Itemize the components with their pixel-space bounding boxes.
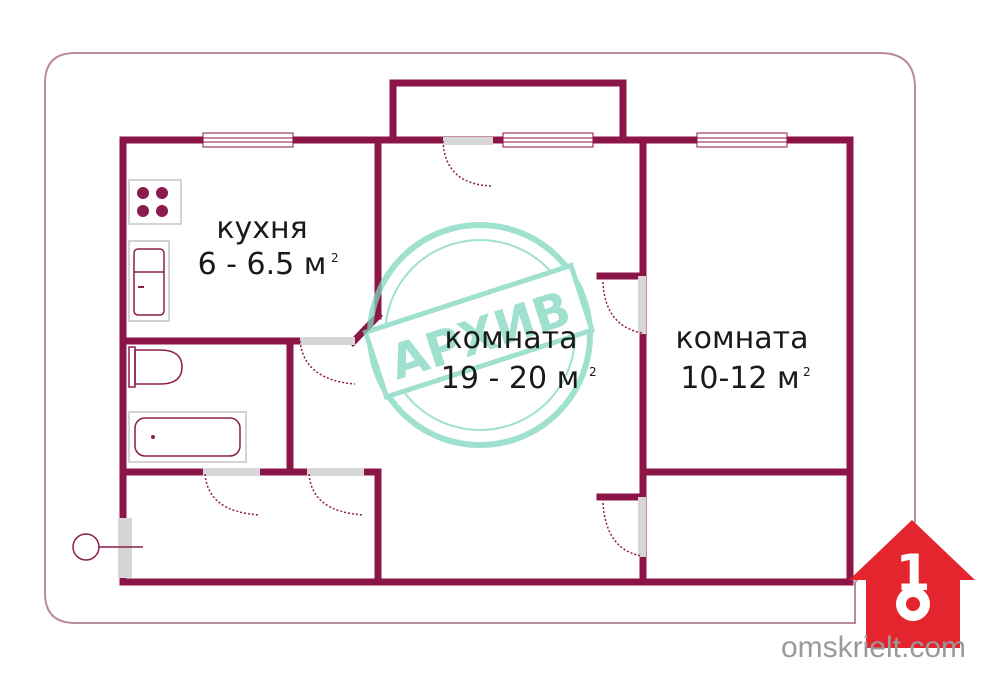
kitchen-area: 6 - 6.5 м [198, 247, 327, 282]
windows [202, 132, 788, 148]
sink-icon [128, 240, 170, 322]
room-side-name: комната [676, 321, 809, 356]
room-main-unit-sup: 2 [589, 365, 597, 379]
riser-icon [72, 533, 143, 561]
key-icon [896, 587, 930, 621]
window-icon [696, 132, 788, 148]
plan-outline [44, 52, 916, 624]
kitchen-unit-sup: 2 [331, 251, 339, 265]
room-main-name: комната [445, 321, 578, 356]
room-side-area: 10-12 м [680, 361, 799, 396]
stove-icon [128, 179, 182, 225]
doors [118, 137, 646, 578]
window-icon [502, 132, 594, 148]
room-side-unit-sup: 2 [803, 365, 811, 379]
room-main-area: 19 - 20 м [441, 361, 579, 396]
site-url: omskrielt.com [781, 631, 966, 664]
door-icon [602, 276, 646, 334]
door-icon [442, 137, 494, 187]
door-icon [299, 337, 356, 385]
door-icon [203, 468, 261, 516]
window-icon [202, 132, 294, 148]
kitchen-name: кухня [216, 211, 307, 246]
room-labels: кухня 6 - 6.5 м 2 комната 19 - 20 м 2 ко… [198, 211, 811, 396]
door-icon [307, 468, 365, 516]
fixtures [72, 179, 247, 561]
bathtub-icon [128, 411, 247, 463]
door-icon [118, 518, 132, 578]
company-logo: 1 [849, 520, 975, 648]
logo-number: 1 [896, 544, 931, 602]
toilet-icon [128, 346, 183, 388]
door-icon [602, 497, 646, 557]
